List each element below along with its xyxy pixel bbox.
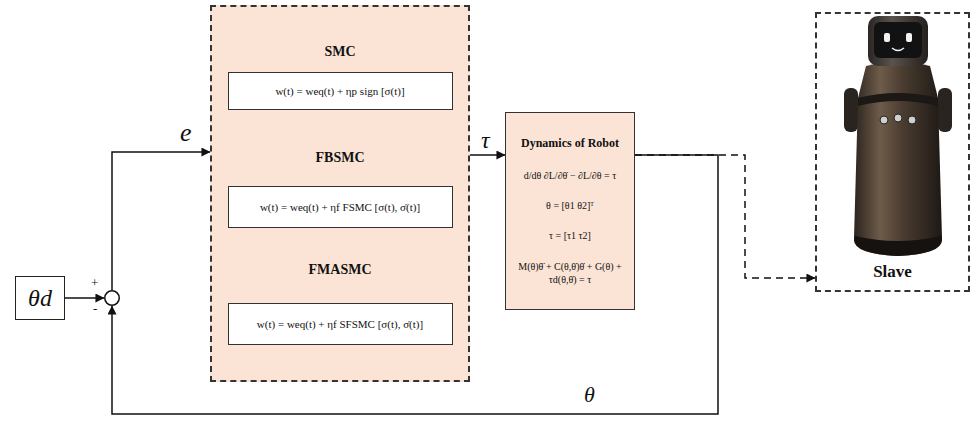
controller-group: SMC FBSMC FMASMC w(t) = weq(t) + ηp sign [σ… bbox=[210, 5, 470, 382]
junction-outline bbox=[104, 290, 120, 306]
equation: d/dθ ∂L/∂θ̇ − ∂L/∂θ = τ bbox=[524, 169, 617, 182]
controller-heading: SMC bbox=[324, 43, 355, 61]
control-law: w(t) = weq(t) + ηp sign [σ(t)] bbox=[275, 84, 404, 98]
robot-illustration bbox=[844, 16, 952, 256]
controller-heading: FMASMC bbox=[309, 261, 372, 279]
connector bbox=[470, 154, 505, 156]
controller-heading: FBSMC bbox=[316, 149, 365, 167]
summing-junction: +- bbox=[104, 290, 120, 306]
sign-mark: + bbox=[91, 276, 98, 289]
slave-box: Slave bbox=[815, 12, 970, 292]
connector bbox=[635, 155, 815, 278]
setpoint-symbol: θd bbox=[28, 284, 52, 312]
control-law: w(t) = weq(t) + ηf FSMC [σ(t), σ̇(t)] bbox=[260, 200, 420, 214]
equation: τ = [τ1 τ2] bbox=[549, 229, 591, 242]
setpoint-box: θd bbox=[15, 276, 65, 320]
dynamics-box: Dynamics of Robot d/dθ ∂L/∂θ̇ − ∂L/∂θ = τ… bbox=[505, 112, 635, 310]
connector bbox=[112, 152, 210, 290]
control-law-box: w(t) = weq(t) + ηf FSMC [σ(t), σ̇(t)] bbox=[228, 186, 453, 228]
equation: θ = [θ1 θ2]ᵀ bbox=[546, 199, 594, 212]
signal-label: τ bbox=[481, 126, 490, 154]
signal-label: θ bbox=[584, 382, 595, 408]
equation: M(θ)θ̈ + C(θ,θ̇)θ̇ + G(θ) + τd(θ,θ̇) = τ bbox=[511, 260, 629, 286]
control-law-box: w(t) = weq(t) + ηp sign [σ(t)] bbox=[228, 72, 453, 110]
connector bbox=[65, 297, 104, 299]
sign-mark: - bbox=[93, 302, 97, 315]
signal-label: e bbox=[180, 118, 192, 148]
control-law-box: w(t) = weq(t) + ηf SFSMC [σ(t), σ̇(t)] bbox=[228, 303, 453, 345]
device-label: Slave bbox=[873, 262, 912, 282]
control-law: w(t) = weq(t) + ηf SFSMC [σ(t), σ̇(t)] bbox=[257, 317, 423, 331]
box-title: Dynamics of Robot bbox=[521, 136, 619, 151]
